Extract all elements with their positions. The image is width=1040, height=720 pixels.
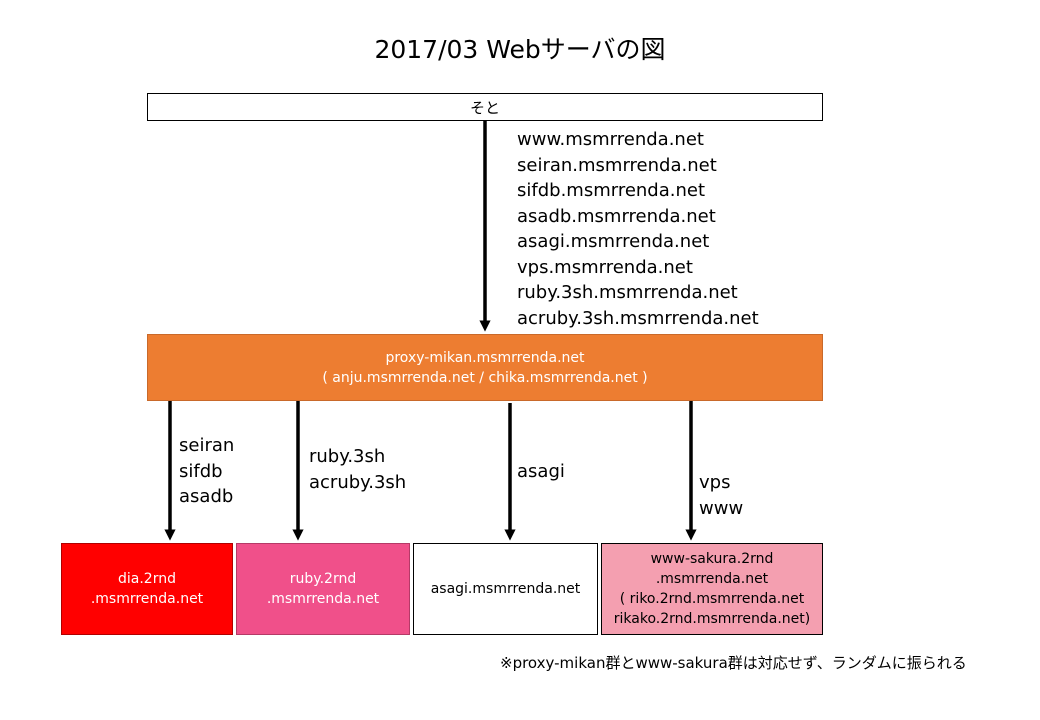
server-box-sakura: www-sakura.2rnd .msmrrenda.net ( riko.2r… <box>601 543 823 635</box>
domain-item: sifdb.msmrrenda.net <box>517 180 706 201</box>
server-box-line: .msmrrenda.net <box>90 591 204 607</box>
route-label-line: acruby.3sh <box>309 471 407 493</box>
route-label-ruby: ruby.3sh acruby.3sh <box>309 444 406 495</box>
route-label-line: asadb <box>179 486 234 507</box>
domain-item: asadb.msmrrenda.net <box>517 205 716 227</box>
route-label-line: sifdb <box>179 460 223 482</box>
server-box-line: rikako.2rnd.msmrrenda.net) <box>613 611 811 627</box>
outside-domain-list: www.msmrrenda.net seiran.msmrrenda.net s… <box>517 127 759 331</box>
route-label-line: ruby.3sh <box>309 446 386 467</box>
domain-item: www.msmrrenda.net <box>517 129 704 150</box>
route-label-line: asagi <box>517 461 565 482</box>
route-label-sakura: vps www <box>699 470 743 521</box>
footnote: ※proxy-mikan群とwww-sakura群は対応せず、ランダムに振られる <box>500 654 967 672</box>
page-title: 2017/03 Webサーバの図 <box>374 35 666 64</box>
server-box-line: asagi.msmrrenda.net <box>430 581 581 597</box>
route-label-dia: seiran sifdb asadb <box>179 433 234 510</box>
server-box-dia: dia.2rnd .msmrrenda.net <box>61 543 233 635</box>
proxy-box-name: proxy-mikan.msmrrenda.net <box>385 349 585 366</box>
proxy-box: proxy-mikan.msmrrenda.net ( anju.msmrren… <box>147 334 823 401</box>
proxy-box-aliases: ( anju.msmrrenda.net / chika.msmrrenda.n… <box>322 369 648 386</box>
server-box-asagi: asagi.msmrrenda.net <box>413 543 598 635</box>
server-box-line: www-sakura.2rnd <box>650 551 774 567</box>
route-label-line: www <box>699 497 744 519</box>
server-box-line: .msmrrenda.net <box>655 571 769 587</box>
domain-item: acruby.3sh.msmrrenda.net <box>517 307 759 329</box>
server-box-line: dia.2rnd <box>118 571 176 587</box>
domain-item: ruby.3sh.msmrrenda.net <box>517 282 738 303</box>
domain-item: seiran.msmrrenda.net <box>517 154 717 176</box>
domain-item: vps.msmrrenda.net <box>517 256 693 278</box>
outside-box: そと <box>147 93 823 121</box>
server-box-line: ( riko.2rnd.msmrrenda.net <box>619 591 805 607</box>
server-box-line: ruby.2rnd <box>289 571 357 587</box>
route-label-asagi: asagi <box>517 459 565 485</box>
route-label-line: seiran <box>179 435 235 456</box>
server-box-ruby: ruby.2rnd .msmrrenda.net <box>236 543 410 635</box>
domain-item: asagi.msmrrenda.net <box>517 231 710 252</box>
server-box-line: .msmrrenda.net <box>266 591 380 607</box>
outside-box-label: そと <box>469 98 500 117</box>
route-label-line: vps <box>699 472 731 493</box>
